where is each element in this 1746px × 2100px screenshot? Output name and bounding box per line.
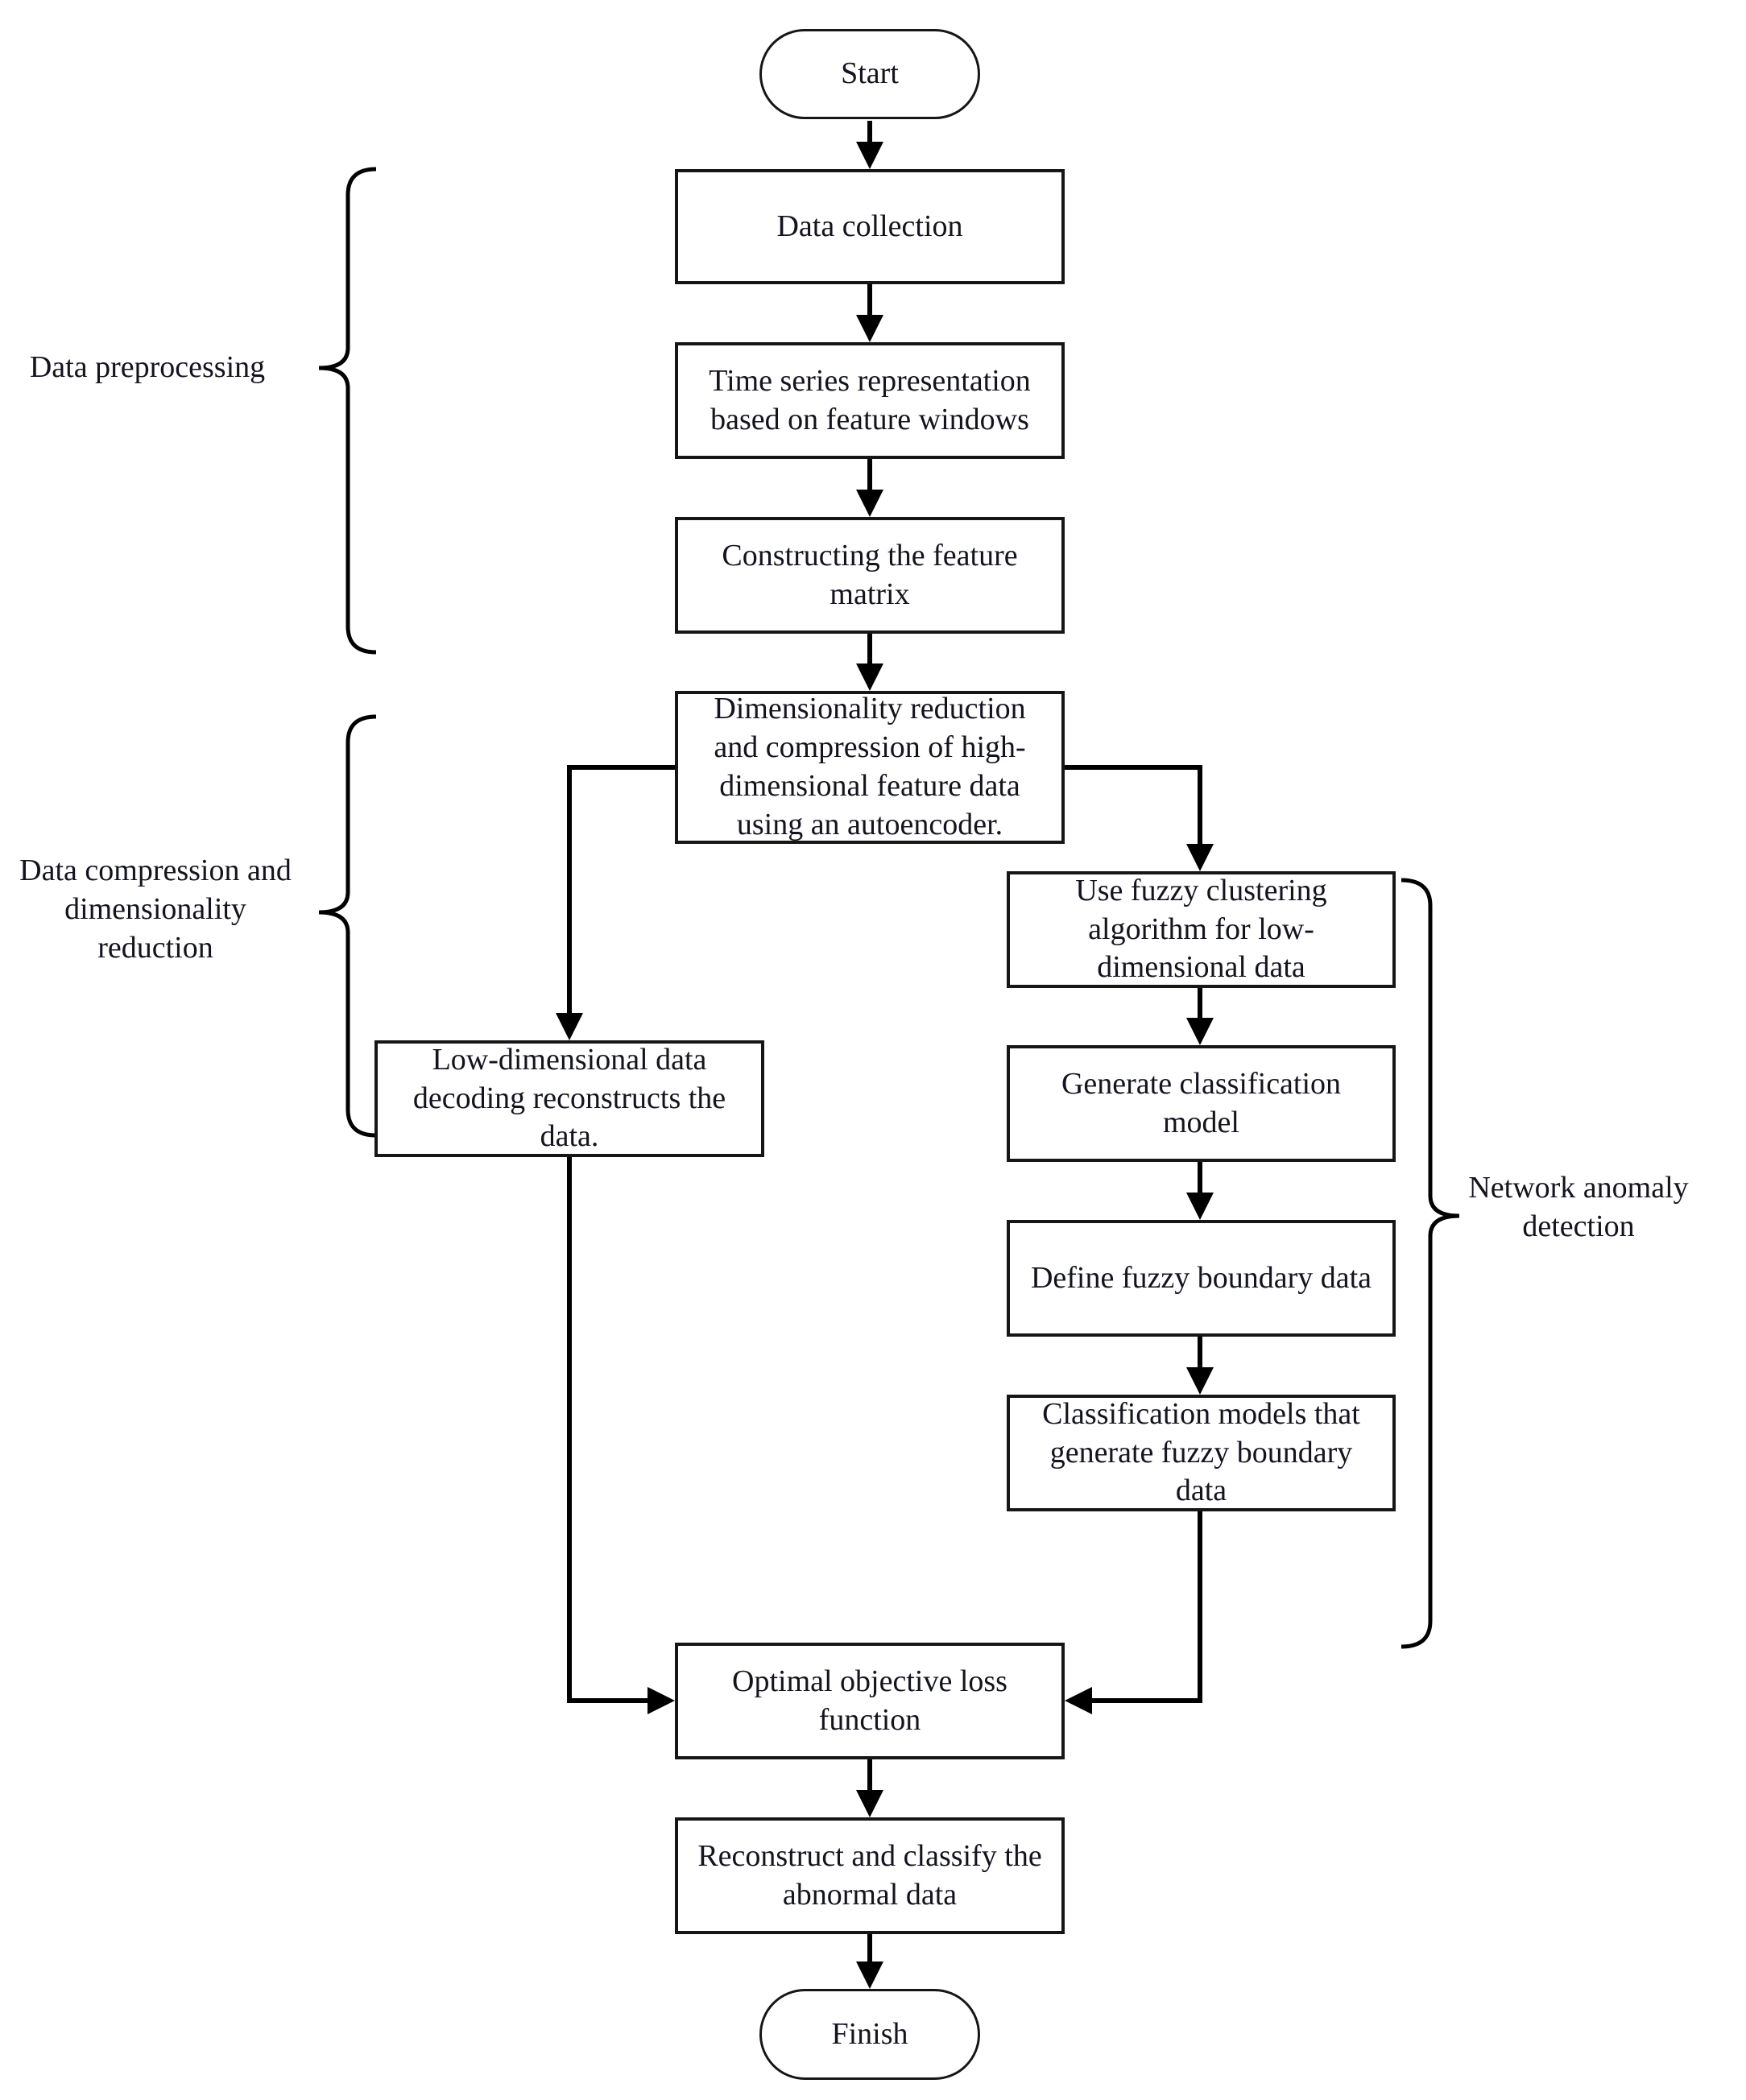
node-define-fuzzy-boundary: Define fuzzy boundary data <box>1007 1220 1396 1337</box>
node-reconstruct-classify: Reconstruct and classify the abnormal da… <box>675 1817 1065 1934</box>
arrow-time-series-to-constructing <box>856 459 883 517</box>
brace-data-compression <box>318 714 377 1138</box>
node-data-collection: Data collection <box>675 169 1065 284</box>
arrow-define-to-class-models <box>1186 1337 1214 1395</box>
arrow-class-models-to-optimal <box>1065 1511 1202 1714</box>
arrow-decode-to-optimal <box>567 1157 675 1714</box>
arrow-constructing-to-dimensionality <box>856 634 883 691</box>
arrow-reconstruct-to-finish <box>856 1934 883 1989</box>
label-data-preprocessing: Data preprocessing <box>29 350 266 384</box>
node-dimensionality-reduction: Dimensionality reduction and compression… <box>675 691 1065 844</box>
arrow-start-to-data-collection <box>856 121 883 169</box>
node-use-fuzzy-clustering: Use fuzzy clustering algorithm for low- … <box>1007 871 1396 988</box>
node-optimal-objective-loss: Optimal objective loss function <box>675 1643 1065 1759</box>
node-low-dimensional-decode: Low-dimensional data decoding reconstruc… <box>374 1040 764 1157</box>
node-generate-classification-model: Generate classification model <box>1007 1045 1396 1162</box>
arrow-use-fuzzy-to-generate <box>1186 988 1214 1045</box>
node-time-series: Time series representation based on feat… <box>675 342 1065 459</box>
arrow-dimensionality-to-use-fuzzy <box>1065 765 1214 871</box>
brace-network-anomaly <box>1401 878 1460 1649</box>
arrow-dimensionality-to-decode <box>556 765 675 1040</box>
arrow-data-collection-to-time-series <box>856 284 883 342</box>
node-finish: Finish <box>759 1989 980 2080</box>
label-network-anomaly-detection: Network anomaly detection <box>1468 1171 1689 1243</box>
node-start: Start <box>759 29 980 119</box>
arrow-generate-to-define <box>1186 1162 1214 1220</box>
label-data-compression: Data compression and dimensionality redu… <box>19 854 292 965</box>
node-constructing-feature-matrix: Constructing the feature matrix <box>675 517 1065 634</box>
node-classification-models: Classification models that generate fuzz… <box>1007 1395 1396 1511</box>
brace-data-preprocessing <box>318 167 377 655</box>
arrow-optimal-to-reconstruct <box>856 1759 883 1817</box>
